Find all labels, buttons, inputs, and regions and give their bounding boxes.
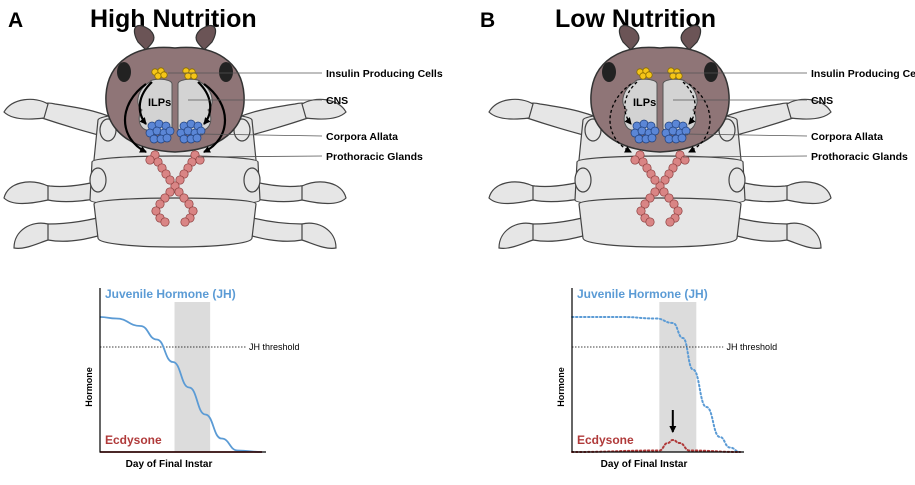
hormone-chart: JH threshold Juvenile Hormone (JH) Ecdyson… [84, 287, 300, 470]
signal-arrow [123, 83, 147, 153]
threshold-label: JH threshold [249, 342, 300, 352]
threshold-label: JH threshold [727, 342, 778, 352]
leader-line [199, 133, 323, 137]
ilps-label: ILPs [148, 97, 171, 109]
signal-arrow [203, 83, 227, 153]
anatomy-label: Prothoracic Glands [811, 151, 908, 163]
larva-illustration [488, 24, 832, 250]
ilps-label: ILPs [633, 97, 656, 109]
ecdysone-label: Ecdysone [577, 433, 634, 447]
jh-series-line [99, 316, 263, 453]
anatomy-label: Corpora Allata [811, 131, 883, 143]
panel-letter: B [480, 9, 495, 32]
larva-illustration [3, 24, 347, 250]
anatomy-label: CNS [326, 95, 348, 107]
panel-title: High Nutrition [90, 5, 257, 33]
ecdysone-label: Ecdysone [105, 433, 162, 447]
anatomy-label: Corpora Allata [326, 131, 398, 143]
panel-letter: A [8, 9, 23, 32]
x-axis-label: Day of Final Instar [126, 459, 213, 470]
x-axis-label: Day of Final Instar [601, 459, 688, 470]
critical-window-band [659, 302, 697, 452]
leader-line [684, 133, 808, 137]
hormone-chart: JH threshold Juvenile Hormone (JH) Ecdyson… [556, 287, 777, 470]
chart-axes [99, 288, 266, 453]
leader-line [682, 155, 808, 158]
leader-line [197, 155, 323, 158]
jh-label: Juvenile Hormone (JH) [105, 287, 236, 301]
anatomy-label: Prothoracic Glands [326, 151, 423, 163]
ecdysone-series-line [571, 438, 741, 453]
signal-arrow [197, 81, 212, 125]
signal-arrow [138, 81, 153, 125]
anatomy-label: CNS [811, 95, 833, 107]
chart-axes [571, 288, 744, 453]
anatomy-label: Insulin Producing Cells [811, 68, 915, 80]
y-axis-label: Hormone [84, 367, 94, 407]
critical-window-band [174, 302, 211, 452]
jh-series-line [571, 316, 741, 453]
anatomy-label: Insulin Producing Cells [326, 68, 443, 80]
y-axis-label: Hormone [556, 367, 566, 407]
jh-label: Juvenile Hormone (JH) [577, 287, 708, 301]
signal-arrow [624, 81, 638, 125]
signal-arrow [682, 81, 696, 125]
